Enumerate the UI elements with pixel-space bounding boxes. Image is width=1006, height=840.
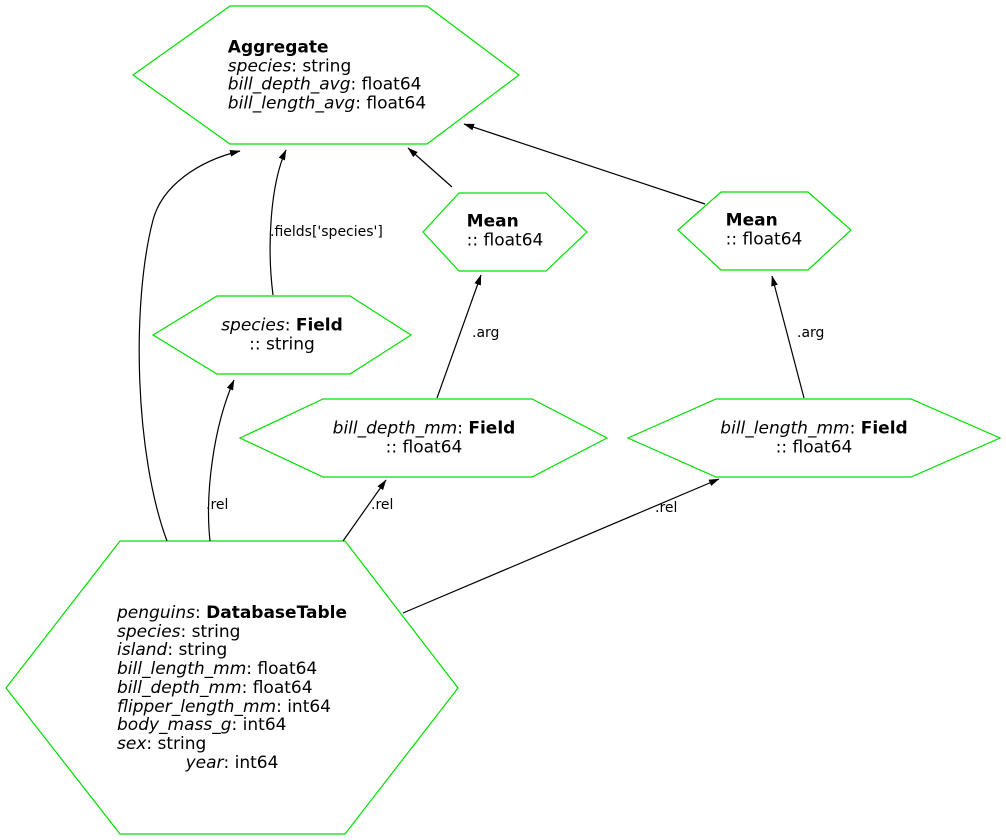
node-aggregate-label: Aggregate species: string bill_depth_avg… (227, 37, 427, 114)
field-title: species: Field (221, 315, 343, 336)
edge-penguins-aggregate (138, 150, 241, 542)
penguins-field-line: body_mass_g: int64 (117, 715, 287, 736)
node-penguins-label: penguins: DatabaseTable species: string … (117, 602, 347, 773)
edge-label-fields-species: .fields['species'] (270, 224, 383, 240)
edge-label-rel-left: .rel (206, 497, 229, 513)
edge-bill-length-mean-right (771, 275, 805, 399)
mean-dtype: :: float64 (466, 230, 544, 250)
penguins-field-line: species: string (117, 621, 241, 642)
mean-title: Mean (466, 211, 519, 232)
edge-species-field-aggregate (269, 149, 287, 296)
aggregate-title: Aggregate (227, 37, 329, 58)
species-field-hexagon (151, 295, 413, 375)
edge-label-rel-right: .rel (655, 500, 678, 516)
bill-length-field-hexagon (626, 398, 1002, 478)
node-mean-left-label: Mean :: float64 (467, 212, 544, 249)
edge-label-rel-mid: .rel (371, 497, 394, 513)
penguins-field-line: sex: string (117, 733, 207, 754)
penguins-field-line: bill_depth_mm: float64 (117, 677, 313, 698)
field-dtype: :: float64 (385, 437, 463, 457)
aggregate-hexagon (131, 5, 520, 145)
edge-label-arg-right: .arg (797, 325, 825, 341)
field-dtype: :: string (249, 334, 315, 354)
aggregate-field-line: species: string (227, 56, 352, 77)
aggregate-field-line: bill_length_avg: float64 (227, 93, 427, 114)
penguins-field-line: flipper_length_mm: int64 (117, 696, 331, 717)
mean-left-hexagon (422, 192, 588, 272)
field-dtype: :: float64 (775, 437, 853, 457)
edge-penguins-bill-length (402, 478, 720, 614)
edge-penguins-species-field (208, 379, 235, 542)
bill-depth-field-hexagon (238, 398, 609, 478)
field-title: bill_depth_mm: Field (332, 418, 516, 439)
edge-bill-depth-mean-left (436, 274, 482, 399)
node-mean-right-label: Mean :: float64 (726, 211, 803, 248)
edge-mean-right-aggregate (463, 123, 706, 205)
node-bill-depth-field-label: bill_depth_mm: Field :: float64 (333, 419, 516, 456)
node-bill-length-field-label: bill_length_mm: Field :: float64 (720, 419, 907, 456)
penguins-field-line: bill_length_mm: float64 (117, 658, 318, 679)
penguins-field-line: island: string (117, 640, 228, 661)
edge-label-arg-left: .arg (472, 325, 500, 341)
penguins-field-line: year: int64 (185, 752, 279, 773)
mean-dtype: :: float64 (725, 229, 803, 249)
edge-penguins-bill-depth (342, 479, 387, 542)
node-species-field-label: species: Field :: string (221, 316, 343, 353)
penguins-title: penguins: DatabaseTable (117, 602, 347, 623)
mean-right-hexagon (677, 191, 852, 271)
edge-mean-left-aggregate (407, 147, 453, 188)
penguins-hexagon (5, 540, 459, 835)
mean-title: Mean (725, 210, 778, 231)
field-title: bill_length_mm: Field (720, 418, 908, 439)
aggregate-field-line: bill_depth_avg: float64 (227, 75, 422, 95)
